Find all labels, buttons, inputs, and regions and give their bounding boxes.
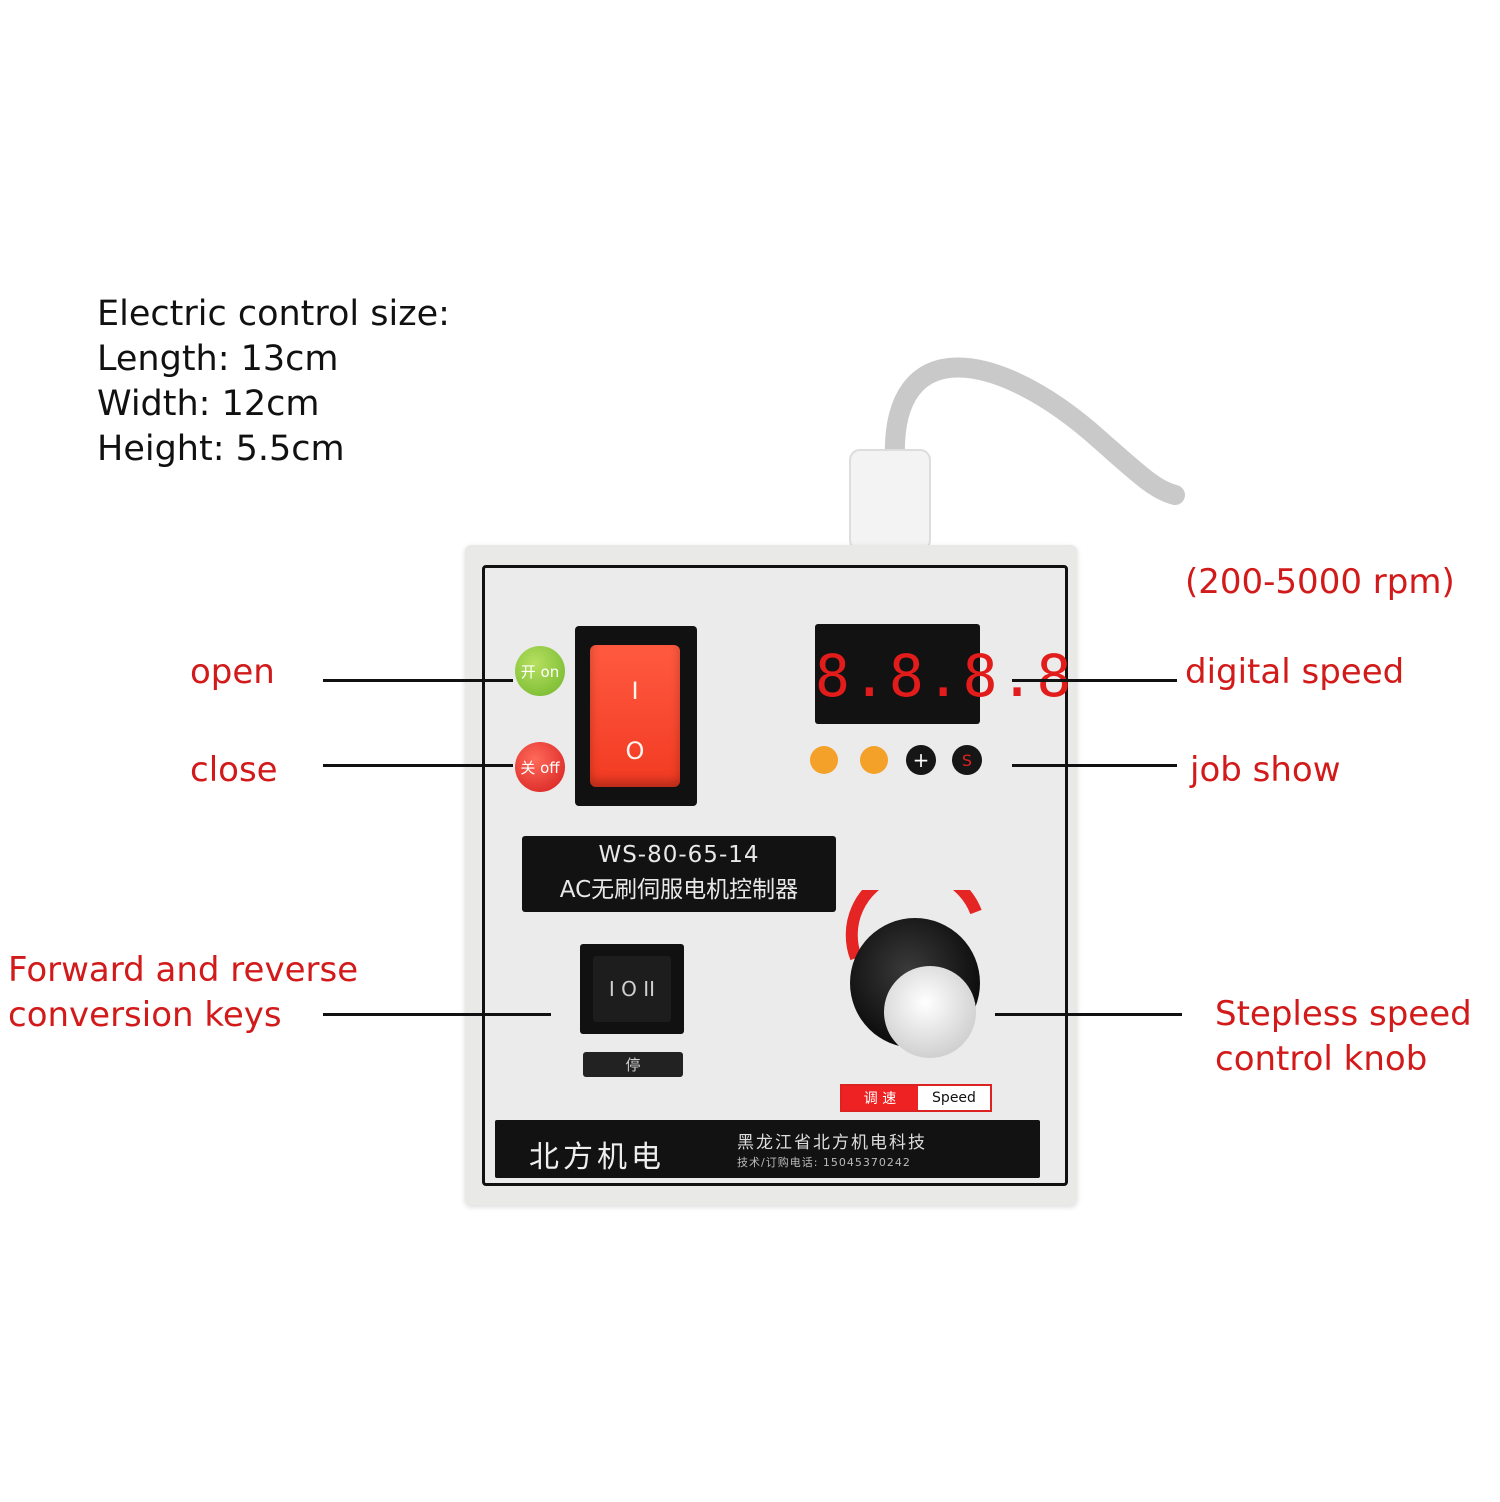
display-value: 8.8.8.8 bbox=[815, 642, 1074, 710]
speed-arc-icon bbox=[845, 890, 982, 961]
size-heading: Electric control size: bbox=[97, 294, 450, 334]
power-rocker-switch[interactable]: I O bbox=[590, 645, 680, 787]
model-plate: WS-80-65-14 AC无刷伺服电机控制器 bbox=[522, 836, 836, 912]
speed-tag-en: Speed bbox=[932, 1090, 976, 1106]
speed-tag: 调 速 Speed bbox=[840, 1084, 992, 1112]
model-name: AC无刷伺服电机控制器 bbox=[559, 877, 799, 903]
brand-name: 北方机电 bbox=[529, 1140, 665, 1175]
status-led-1 bbox=[810, 746, 838, 774]
forward-reverse-label-2: conversion keys bbox=[8, 995, 282, 1035]
forward-reverse-leader-line bbox=[323, 1013, 551, 1016]
knob-label-2: control knob bbox=[1215, 1039, 1428, 1079]
stop-tag: 停 bbox=[583, 1052, 683, 1077]
digital-speed-display: 8.8.8.8 bbox=[815, 624, 1074, 724]
speed-range-label: (200-5000 rpm) bbox=[1185, 562, 1455, 602]
status-led-2 bbox=[860, 746, 888, 774]
phone-text: 技术/订购电话: 15045370242 bbox=[737, 1156, 911, 1169]
rocker-on-mark: I bbox=[631, 677, 639, 705]
speed-knob-cap[interactable] bbox=[884, 966, 976, 1058]
s-button[interactable]: S bbox=[952, 745, 982, 775]
brand-bar: 北方机电 黑龙江省北方机电科技 技术/订购电话: 15045370242 bbox=[495, 1120, 1040, 1178]
speed-tag-cn: 调 速 bbox=[842, 1086, 918, 1110]
model-number: WS-80-65-14 bbox=[598, 842, 760, 868]
forward-reverse-label-1: Forward and reverse bbox=[8, 950, 359, 990]
open-indicator-icon: 开 on bbox=[515, 646, 565, 696]
size-height: Height: 5.5cm bbox=[97, 429, 345, 469]
size-width: Width: 12cm bbox=[97, 384, 320, 424]
close-leader-line bbox=[323, 764, 513, 767]
open-label: open bbox=[190, 652, 275, 692]
rocker-off-mark: O bbox=[625, 737, 645, 765]
digital-speed-leader-line bbox=[1012, 679, 1177, 682]
knob-label-1: Stepless speed bbox=[1215, 994, 1472, 1034]
open-leader-line bbox=[323, 679, 513, 682]
digital-speed-label: digital speed bbox=[1185, 652, 1405, 692]
close-label: close bbox=[190, 750, 278, 790]
job-show-leader-line bbox=[1012, 764, 1177, 767]
job-show-label: job show bbox=[1190, 750, 1341, 790]
size-info: Electric control size: Length: 13cm Widt… bbox=[97, 292, 450, 472]
forward-reverse-switch[interactable]: I O II bbox=[593, 956, 671, 1022]
knob-leader-line bbox=[995, 1013, 1182, 1016]
plus-button[interactable]: + bbox=[906, 745, 936, 775]
size-length: Length: 13cm bbox=[97, 339, 339, 379]
close-indicator-icon: 关 off bbox=[515, 742, 565, 792]
company-name: 黑龙江省北方机电科技 bbox=[737, 1133, 927, 1153]
